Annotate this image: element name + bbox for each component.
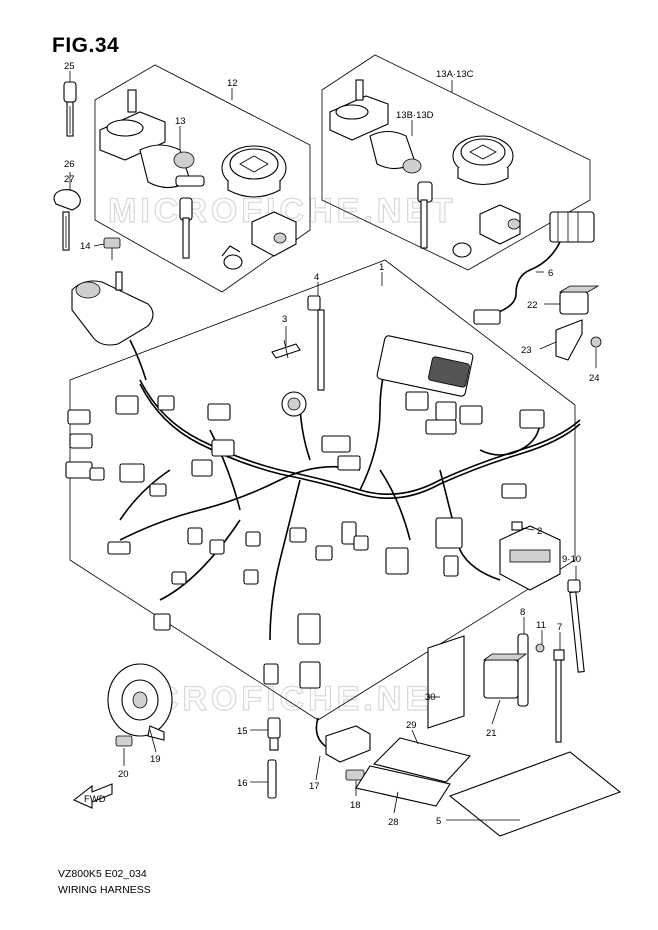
ignition-switch-13a bbox=[329, 79, 433, 249]
callout-20: 20 bbox=[118, 769, 129, 780]
callout-29: 29 bbox=[406, 720, 417, 731]
callout-12: 12 bbox=[227, 78, 238, 89]
fwd-arrow: FWD bbox=[72, 783, 113, 809]
callout-13b-13d: 13B·13D bbox=[396, 110, 434, 121]
seat-lock-12 bbox=[221, 211, 297, 270]
callout-8: 8 bbox=[520, 607, 525, 618]
callout-21: 21 bbox=[486, 728, 497, 739]
callout-14: 14 bbox=[80, 241, 91, 252]
band-4 bbox=[307, 295, 325, 391]
band-9-10 bbox=[567, 579, 585, 673]
callout-30: 30 bbox=[425, 692, 436, 703]
fuel-cap-lock-13a bbox=[452, 135, 514, 186]
callout-13: 13 bbox=[175, 116, 186, 127]
harness-connectors bbox=[65, 335, 545, 689]
relay-22 bbox=[558, 285, 600, 315]
callout-15: 15 bbox=[237, 726, 248, 737]
callout-19: 19 bbox=[150, 754, 161, 765]
bolt-24 bbox=[590, 336, 602, 348]
group-box-1 bbox=[69, 259, 576, 721]
figure-title: FIG.34 bbox=[52, 34, 120, 57]
callout-6: 6 bbox=[548, 268, 553, 279]
callout-17: 17 bbox=[309, 781, 320, 792]
relay-21 bbox=[482, 653, 528, 699]
callout-16: 16 bbox=[237, 778, 248, 789]
band-7 bbox=[553, 649, 565, 743]
callout-13a-13c: 13A·13C bbox=[436, 69, 474, 80]
callout-9-10: 9·10 bbox=[562, 554, 581, 565]
handle-switch-assy bbox=[71, 271, 154, 381]
fwd-label: FWD bbox=[84, 794, 106, 805]
callout-labels: 25 26 27 14 12 13 13A·13C 13B·13D 1 4 3 … bbox=[64, 61, 600, 828]
callout-23: 23 bbox=[521, 345, 532, 356]
callout-11: 11 bbox=[536, 620, 546, 631]
key-25 bbox=[63, 81, 77, 137]
bracket-23 bbox=[555, 319, 583, 361]
callout-5: 5 bbox=[436, 816, 441, 827]
footer-code: VZ800K5 E02_034 bbox=[58, 868, 147, 880]
footer-name: WIRING HARNESS bbox=[58, 884, 151, 896]
fuse-box bbox=[499, 521, 561, 591]
callout-2: 2 bbox=[537, 526, 542, 537]
group-box-13a-13c bbox=[321, 54, 591, 271]
callout-22: 22 bbox=[527, 300, 538, 311]
label-5 bbox=[448, 751, 622, 837]
sheet-28 bbox=[355, 765, 451, 807]
sheet-29 bbox=[372, 737, 472, 783]
sub-harness-6 bbox=[473, 211, 595, 325]
main-harness-1 bbox=[119, 349, 581, 641]
leader-lines bbox=[69, 71, 597, 821]
horn-19 bbox=[107, 663, 173, 741]
clamp-3 bbox=[271, 339, 301, 359]
key-26-27 bbox=[53, 189, 81, 251]
callout-24: 24 bbox=[589, 373, 600, 384]
callout-3: 3 bbox=[282, 314, 287, 325]
fuel-cap-lock-12 bbox=[221, 145, 287, 198]
switch-15 bbox=[267, 717, 281, 751]
plate-30 bbox=[427, 635, 465, 729]
callout-1: 1 bbox=[379, 262, 384, 273]
callout-7: 7 bbox=[557, 622, 562, 633]
ignition-switch-12 bbox=[99, 89, 205, 259]
seat-lock-13a bbox=[452, 204, 521, 258]
screw-14 bbox=[103, 237, 121, 260]
callout-26: 26 bbox=[64, 159, 75, 170]
screw-11 bbox=[535, 643, 545, 653]
screw-18 bbox=[345, 769, 365, 781]
callout-28: 28 bbox=[388, 817, 399, 828]
group-box-12 bbox=[94, 64, 311, 293]
callout-4: 4 bbox=[314, 272, 319, 283]
clamp-8 bbox=[517, 633, 529, 707]
callout-18: 18 bbox=[350, 800, 361, 811]
sensor-17 bbox=[315, 717, 371, 763]
callout-27: 27 bbox=[64, 174, 75, 185]
bolt-20 bbox=[115, 735, 133, 747]
callout-25: 25 bbox=[64, 61, 75, 72]
band-16 bbox=[267, 759, 277, 799]
